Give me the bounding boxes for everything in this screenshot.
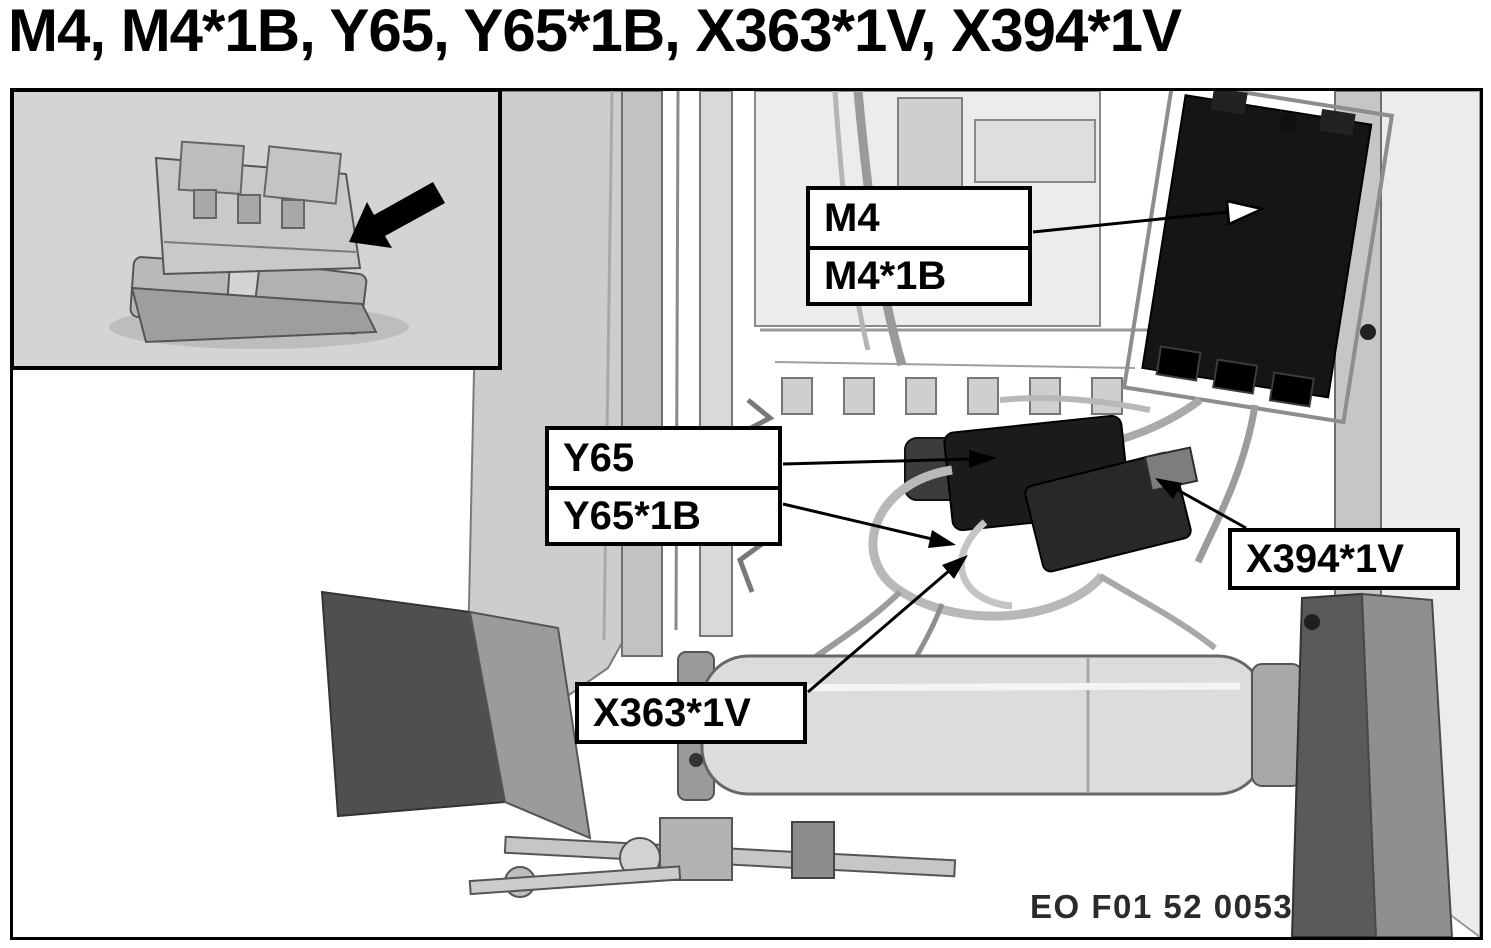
leader-lines <box>782 199 1266 694</box>
callout-x363-label: X363*1V <box>593 690 751 735</box>
leader-arrow-y65-lower <box>782 502 956 548</box>
inset-panel <box>10 88 502 370</box>
inset-connector-illustration <box>14 92 498 366</box>
page-title: M4, M4*1B, Y65, Y65*1B, X363*1V, X394*1V <box>8 0 1182 64</box>
diagram-frame: M4 M4*1B Y65 Y65*1B X394*1V X363*1V EO F… <box>10 88 1483 940</box>
leader-arrow-m4 <box>1032 199 1266 234</box>
callout-y65: Y65 Y65*1B <box>545 426 782 546</box>
figure-ref-code: EO F01 52 0053 <box>1030 888 1294 925</box>
leader-arrow-y65-upper <box>782 450 997 468</box>
callout-m4-line2: M4*1B <box>810 246 1028 302</box>
pointer-arrow-icon <box>349 182 445 248</box>
callout-m4: M4 M4*1B <box>806 186 1032 306</box>
callout-x394-label: X394*1V <box>1246 536 1404 581</box>
callout-x363: X363*1V <box>575 682 807 744</box>
callout-m4-line1: M4 <box>824 195 880 240</box>
leader-arrow-x363 <box>807 555 968 694</box>
callout-y65-line1: Y65 <box>563 435 635 480</box>
callout-x394: X394*1V <box>1228 528 1460 590</box>
callout-y65-line2: Y65*1B <box>549 486 778 542</box>
leader-arrow-x394 <box>1155 478 1247 530</box>
